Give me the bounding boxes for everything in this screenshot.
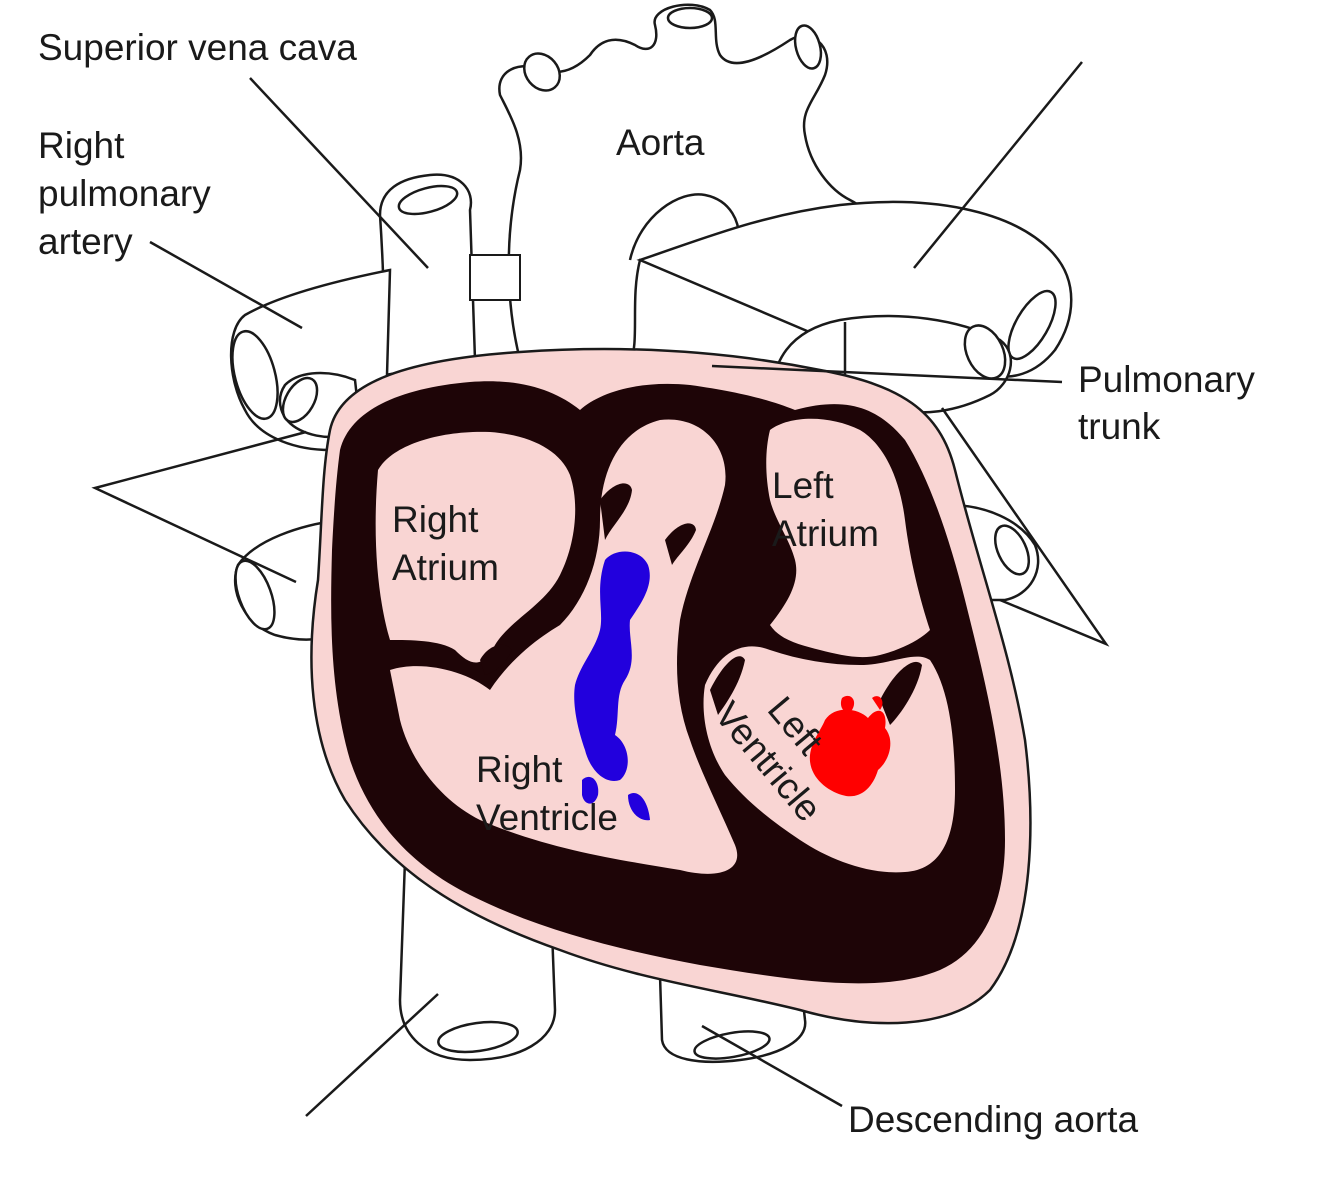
label-descending-aorta: Descending aorta bbox=[848, 1099, 1138, 1140]
aorta-branch-opening bbox=[666, 6, 714, 30]
left-atrium-chamber bbox=[766, 418, 930, 658]
heart-body bbox=[310, 347, 1032, 1025]
leader-inferior-vena-cava bbox=[305, 993, 439, 1117]
aorta-branch-opening bbox=[522, 52, 562, 92]
leader-lines bbox=[91, 61, 1110, 1117]
left-pulmonary-artery-opening bbox=[1007, 289, 1057, 361]
superior-vena-cava-opening bbox=[397, 184, 459, 216]
label-aorta: Aorta bbox=[616, 122, 705, 163]
label-left-atrium: Left Atrium bbox=[772, 465, 879, 554]
pulmonary-trunk-opening bbox=[963, 324, 1007, 380]
right-ventricle-blood bbox=[574, 551, 650, 781]
labels: Superior vena cava Right pulmonary arter… bbox=[38, 27, 1265, 1140]
label-right-ventricle: Right Ventricle bbox=[476, 749, 618, 838]
aorta-vessel bbox=[498, 3, 872, 367]
left-ventricle-blood bbox=[809, 709, 891, 797]
descending-aorta-opening bbox=[693, 1030, 771, 1060]
leader-left-pulmonary-veins bbox=[940, 407, 1110, 647]
leader-left-pulmonary-artery bbox=[913, 61, 1083, 269]
aorta-branch-opening bbox=[793, 24, 823, 70]
leader-pulmonary-trunk bbox=[711, 364, 1063, 384]
label-pulmonary-trunk: Pulmonary trunk bbox=[1078, 359, 1265, 447]
right-atrium-chamber bbox=[375, 431, 576, 663]
label-superior-vena-cava: Superior vena cava bbox=[38, 27, 357, 68]
label-right-atrium: Right Atrium bbox=[392, 499, 499, 588]
right-ventricle-chamber bbox=[390, 419, 738, 874]
leader-superior-vena-cava bbox=[249, 77, 429, 269]
right-pulmonary-artery-opening bbox=[231, 329, 279, 421]
inferior-vena-cava-opening bbox=[437, 1020, 519, 1054]
label-right-pulmonary-artery: Right pulmonary artery bbox=[38, 125, 221, 262]
leader-right-pulmonary-veins bbox=[91, 430, 307, 584]
leader-right-pulmonary-artery bbox=[149, 240, 303, 330]
leader-descending-aorta bbox=[701, 1024, 843, 1108]
